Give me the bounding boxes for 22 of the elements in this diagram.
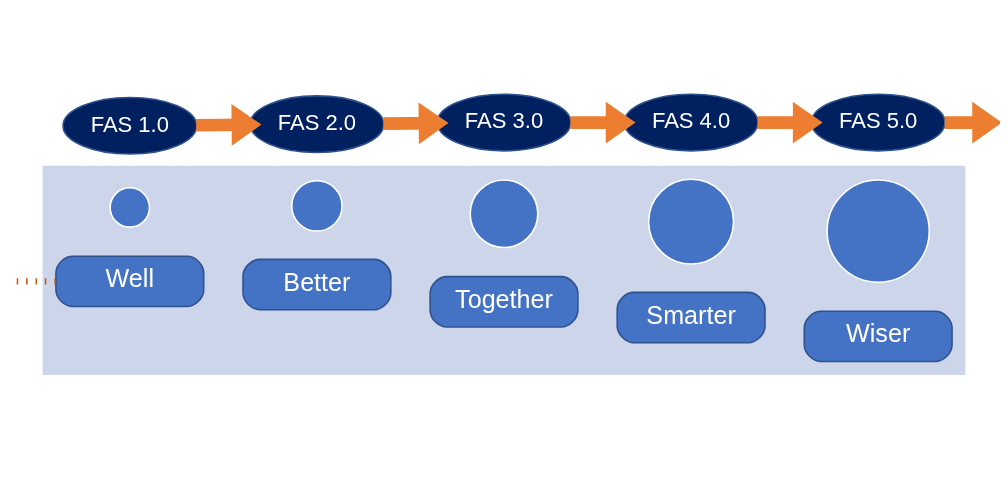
node-box: Wiser xyxy=(803,310,953,363)
node-ellipse: FAS 3.0 xyxy=(436,93,572,152)
node-ellipse: FAS 4.0 xyxy=(623,93,759,152)
node-circle xyxy=(109,187,151,228)
node-box: Well xyxy=(55,255,205,308)
node-box: Smarter xyxy=(616,291,766,344)
node-ellipse: FAS 5.0 xyxy=(810,93,946,152)
node-box: Better xyxy=(242,258,392,311)
arrow xyxy=(383,102,449,145)
arrow xyxy=(944,101,1000,144)
node-circle xyxy=(826,179,931,283)
node-circle xyxy=(469,179,539,249)
node-circle xyxy=(290,179,343,232)
node-box: Together xyxy=(429,275,579,328)
connector xyxy=(16,278,56,285)
arrow xyxy=(757,101,823,144)
cluster xyxy=(42,165,966,375)
arrow xyxy=(570,101,636,144)
node-ellipse: FAS 2.0 xyxy=(249,95,385,154)
arrow xyxy=(196,104,262,146)
node-circle xyxy=(647,178,735,265)
node-ellipse: FAS 1.0 xyxy=(62,96,198,155)
